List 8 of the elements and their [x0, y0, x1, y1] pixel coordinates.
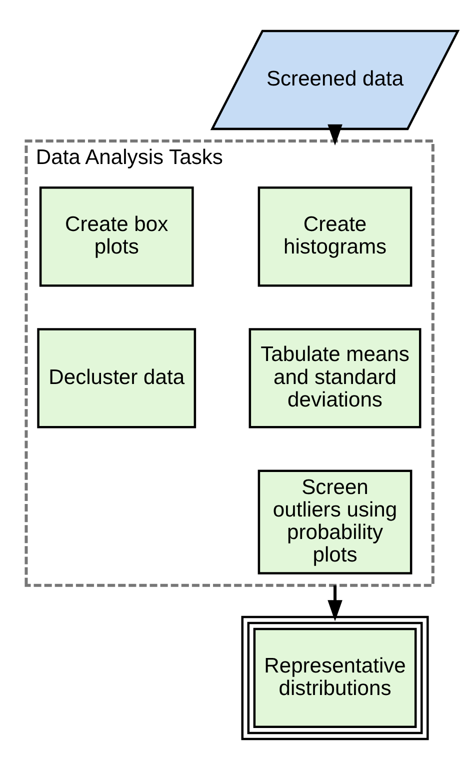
node-box: Tabulate means and standard deviations: [248, 328, 422, 428]
node-box: Representative distributions: [241, 615, 429, 740]
node-box: Screen outliers using probability plots: [258, 469, 412, 574]
node-box: Create histograms: [258, 186, 412, 286]
arrow: [328, 584, 342, 621]
node-box: Create box plots: [39, 186, 194, 286]
node-box: Decluster data: [37, 328, 196, 428]
arrow: [328, 124, 342, 146]
